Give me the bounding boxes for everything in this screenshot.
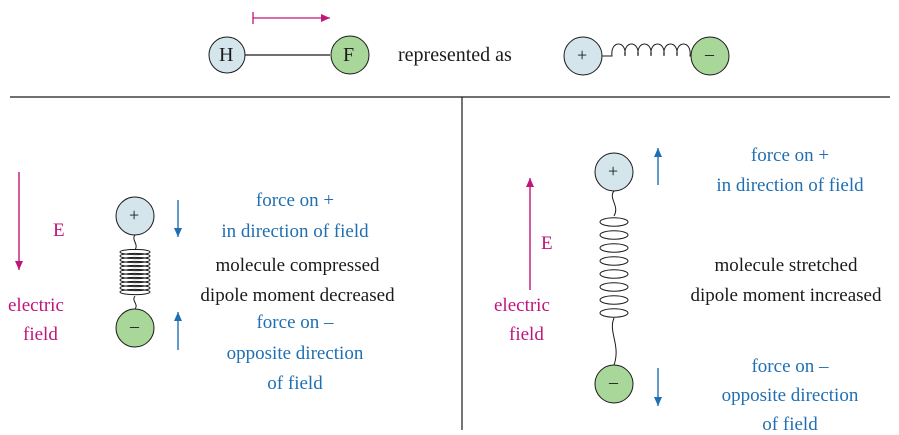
right-state-line2: dipole moment increased — [690, 285, 882, 306]
right-minus-sign: – — [609, 372, 618, 392]
right-spring — [599, 190, 629, 366]
f-atom-label: F — [343, 44, 355, 66]
top-minus-atom — [690, 36, 730, 76]
top-minus-sign: – — [705, 44, 714, 64]
right-force-plus-line1: force on + — [750, 145, 830, 166]
left-minus-sign: – — [130, 316, 139, 336]
left-spring — [119, 234, 151, 310]
left-force-plus-line1: force on + — [255, 190, 335, 211]
h-atom — [208, 36, 246, 74]
right-field-label-1: electric — [494, 295, 550, 316]
right-minus-atom — [594, 364, 634, 404]
right-force-minus-line1: force on – — [751, 356, 829, 377]
represented-as-text: represented as — [398, 44, 512, 66]
left-field-label-1: electric — [8, 295, 64, 316]
left-force-minus-line3: of field — [267, 373, 323, 394]
left-state-line1: molecule compressed — [215, 255, 380, 276]
left-force-plus-line2: in direction of field — [221, 221, 369, 242]
right-plus-sign: + — [608, 161, 619, 181]
right-field-label-2: field — [509, 324, 544, 345]
top-plus-sign: + — [577, 45, 588, 65]
top-spring — [602, 43, 691, 57]
right-field-letter: E — [541, 233, 553, 254]
right-force-plus-line2: in direction of field — [716, 175, 864, 196]
left-minus-atom — [115, 308, 155, 348]
dipole-direction-arrow — [252, 12, 330, 24]
left-field-label-2: field — [23, 324, 58, 345]
left-plus-atom — [115, 196, 155, 236]
left-plus-sign: + — [129, 205, 140, 225]
right-force-minus-line3: of field — [762, 414, 818, 435]
right-state-line1: molecule stretched — [714, 255, 858, 276]
right-force-minus-line2: opposite direction — [721, 385, 859, 406]
left-force-minus-line1: force on – — [256, 312, 334, 333]
left-force-minus-line2: opposite direction — [226, 343, 364, 364]
left-state-line2: dipole moment decreased — [200, 285, 395, 306]
h-atom-label: H — [219, 44, 234, 66]
left-field-letter: E — [53, 220, 65, 241]
right-plus-atom — [594, 152, 634, 192]
f-atom — [330, 35, 370, 75]
